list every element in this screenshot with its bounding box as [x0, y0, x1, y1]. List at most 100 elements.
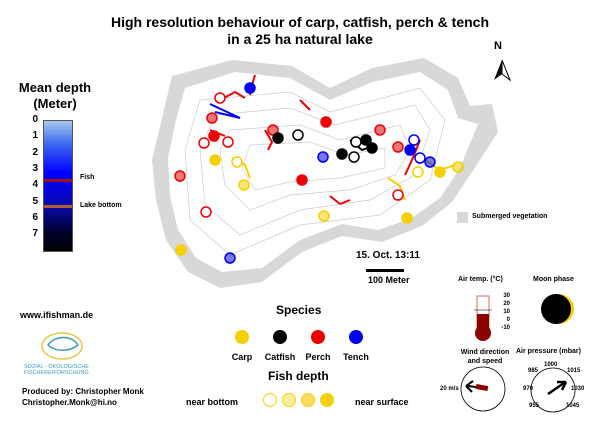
fish-track [264, 129, 274, 151]
timestamp: 15. Oct. 13:11 [356, 250, 420, 261]
fish-marker [374, 124, 386, 136]
north-arrow-icon [494, 59, 512, 82]
species-title: Species [276, 303, 322, 317]
fish-marker [360, 134, 372, 146]
pressure-tick: 1030 [571, 386, 585, 392]
fish-marker [348, 151, 360, 163]
depth-tick: 1 [32, 130, 38, 142]
logo-icon [41, 332, 83, 360]
pressure-tick: 1000 [544, 362, 558, 368]
pressure-tick: 970 [523, 386, 534, 392]
fish-markers [174, 82, 464, 264]
depth-tick: 4 [32, 179, 38, 191]
fish-depth-dot [282, 393, 296, 407]
temp-tick: 10 [503, 309, 510, 315]
species-label-tench: Tench [343, 352, 369, 362]
fish-marker [200, 206, 212, 218]
fish-depth-marker [44, 179, 72, 182]
fish-marker [272, 132, 284, 144]
wind-gauge [460, 366, 506, 412]
fish-track [329, 195, 351, 206]
fish-marker [336, 148, 348, 160]
pressure-title: Air pressure (mbar) [516, 348, 581, 355]
species-dot-catfish [273, 330, 287, 344]
depth-tick: 6 [32, 211, 38, 223]
fish-marker [209, 154, 221, 166]
fish-marker [404, 144, 416, 156]
scale-bar [366, 269, 404, 272]
fish-marker [231, 156, 243, 168]
near-surface-label: near surface [355, 397, 409, 407]
fish-marker [366, 142, 378, 154]
temp-tick: 20 [503, 301, 510, 307]
temp-tick: -10 [501, 325, 510, 331]
fish-track [404, 139, 421, 176]
fish-marker [198, 137, 210, 149]
fish-marker [392, 141, 404, 153]
fish-marker [175, 244, 187, 256]
lake-bottom-label: Lake bottom [80, 202, 122, 209]
wind-arrow-icon [465, 380, 474, 393]
fish-marker [292, 129, 304, 141]
moon-title: Moon phase [533, 276, 574, 283]
pressure-tick: 1015 [567, 368, 581, 374]
fish-depth-dot [320, 393, 334, 407]
fish-marker [206, 112, 218, 124]
depth-bar [43, 120, 73, 252]
fish-marker [434, 166, 446, 178]
fish-marker [318, 210, 330, 222]
thermometer-icon [474, 295, 492, 341]
fish-marker [238, 179, 250, 191]
fish-marker [401, 212, 413, 224]
depth-tick: 2 [32, 146, 38, 158]
vegetation-swatch [457, 212, 468, 223]
fish-marker [320, 116, 332, 128]
depth-tick: 0 [32, 114, 38, 125]
air-temp-title: Air temp. (°C) [458, 276, 503, 283]
species-label-perch: Perch [305, 352, 331, 362]
pressure-tick: 985 [528, 368, 539, 374]
moon-phase-icon [541, 294, 574, 324]
pressure-gauge [530, 367, 576, 413]
fish-marker [414, 152, 426, 164]
species-label-carp: Carp [231, 352, 253, 362]
fish-marker [412, 166, 424, 178]
fish-depth-title: Fish depth [268, 369, 329, 383]
fish-track [209, 103, 241, 119]
fish-marker [214, 92, 226, 104]
vegetation-label: Submerged vegetation [472, 213, 548, 220]
scale-label: 100 Meter [368, 275, 410, 285]
fish-track [299, 99, 311, 111]
temp-tick: 0 [506, 317, 510, 323]
fish-marker [222, 136, 234, 148]
fish-depth-dot [301, 393, 315, 407]
fish-marker [267, 124, 279, 136]
species-label-catfish: Catfish [264, 352, 296, 362]
fish-marker [424, 156, 436, 168]
north-label: N [494, 40, 502, 52]
fish-marker [224, 252, 236, 264]
near-bottom-label: near bottom [186, 397, 239, 407]
fish-marker [244, 82, 256, 94]
fish-marker [452, 161, 464, 173]
depth-tick: 7 [32, 228, 38, 240]
fish-marker [208, 130, 220, 142]
website-link[interactable]: www.ifishman.de [20, 310, 94, 320]
page-title: High resolution behaviour of carp, catfi… [110, 14, 490, 47]
fish-marker [408, 134, 420, 146]
lake-bottom-marker [44, 205, 72, 208]
depth-legend-title: Mean depth(Meter) [18, 80, 92, 111]
fish-marker [174, 170, 186, 182]
fish-marker [296, 174, 308, 186]
depth-tick: 5 [32, 195, 38, 207]
lake-open-water [168, 72, 478, 272]
fish-label: Fish [80, 174, 95, 181]
species-dot-carp [235, 330, 249, 344]
fish-marker [392, 189, 404, 201]
pressure-tick: 1045 [566, 403, 580, 409]
